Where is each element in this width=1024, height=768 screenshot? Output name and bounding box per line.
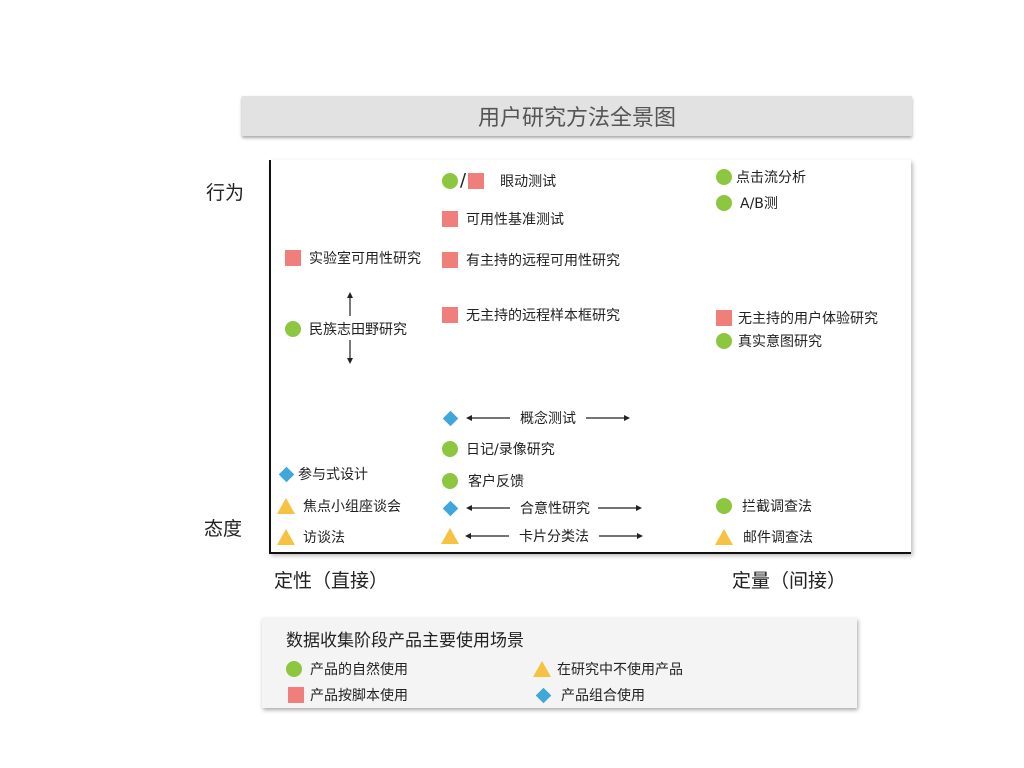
method-usability-benchmark: 可用性基准测试: [442, 209, 564, 229]
left-arrow: [465, 533, 509, 539]
method-email-survey: 邮件调查法: [715, 527, 813, 547]
circle-marker: [442, 473, 458, 489]
method-label: 无主持的远程样本框研究: [466, 308, 620, 324]
diamond-marker: [278, 466, 295, 482]
method-label: 拦截调查法: [742, 499, 812, 515]
method-label: 卡片分类法: [519, 529, 589, 545]
method-interview: 访谈法: [277, 527, 345, 547]
legend-label: 产品的自然使用: [310, 662, 408, 678]
method-unmoderated-ux: 无主持的用户体验研究: [716, 308, 878, 328]
circle-marker: [716, 333, 732, 349]
method-unmoderated-panel: 无主持的远程样本框研究: [442, 305, 620, 325]
method-label: 日记/录像研究: [466, 442, 555, 458]
diamond-marker: [442, 410, 459, 426]
vertical-arrow-up: [347, 292, 353, 316]
method-label: 可用性基准测试: [466, 212, 564, 228]
triangle-marker: [277, 529, 295, 545]
method-label: 合意性研究: [520, 501, 590, 517]
method-true-intent: 真实意图研究: [716, 331, 822, 351]
slash-separator: /: [460, 170, 467, 191]
method-label: 焦点小组座谈会: [303, 499, 401, 515]
right-arrow: [586, 415, 630, 421]
method-desirability: 合意性研究: [442, 498, 642, 518]
method-label: 眼动测试: [500, 173, 557, 190]
legend-item-combination: 产品组合使用: [535, 685, 645, 705]
method-label: 参与式设计: [298, 467, 368, 483]
method-feedback: 客户反馈: [442, 471, 524, 491]
method-clickstream: 点击流分析: [716, 167, 806, 187]
circle-marker: [716, 195, 732, 211]
square-marker: [288, 687, 304, 703]
axis-label-qualitative: 定性（直接）: [274, 570, 389, 592]
square-marker: [442, 252, 458, 268]
method-label: 实验室可用性研究: [309, 251, 421, 267]
method-label: 概念测试: [520, 411, 576, 427]
axis-label-attitude: 态度: [204, 518, 243, 540]
legend-item-scripted: 产品按脚本使用: [288, 685, 408, 705]
left-arrow: [466, 505, 510, 511]
square-marker: [442, 211, 458, 227]
vertical-arrow-down: [347, 340, 353, 364]
method-ab-test: A/B测: [716, 193, 778, 213]
left-arrow: [466, 415, 510, 421]
square-marker: [442, 307, 458, 323]
method-participatory: 参与式设计: [278, 464, 368, 484]
method-ethnographic: 民族志田野研究: [285, 319, 407, 339]
legend-box: 数据收集阶段产品主要使用场景 产品的自然使用 产品按脚本使用 在研究中不使用产品…: [262, 618, 857, 708]
method-card-sort: 卡片分类法: [441, 526, 643, 546]
method-diary: 日记/录像研究: [442, 439, 555, 459]
triangle-marker: [533, 661, 551, 677]
legend-item-not-used: 在研究中不使用产品: [533, 659, 683, 679]
diamond-marker: [535, 687, 552, 703]
legend-label: 产品按脚本使用: [310, 688, 408, 704]
axis-label-quantitative: 定量（间接）: [732, 570, 847, 592]
square-marker: [716, 310, 732, 326]
method-label: 访谈法: [303, 530, 345, 546]
diagram-title: 用户研究方法全景图: [242, 96, 912, 136]
circle-marker: [286, 661, 302, 677]
method-label: 真实意图研究: [738, 334, 822, 350]
method-label: A/B测: [740, 196, 778, 212]
legend-title: 数据收集阶段产品主要使用场景: [286, 631, 524, 651]
method-lab-usability: 实验室可用性研究: [285, 248, 421, 268]
circle-marker: [442, 441, 458, 457]
circle-marker: [716, 169, 732, 185]
method-intercept: 拦截调查法: [716, 496, 812, 516]
triangle-marker: [715, 529, 733, 545]
method-label: 有主持的远程可用性研究: [466, 253, 620, 269]
legend-label: 产品组合使用: [561, 688, 645, 704]
method-focus-group: 焦点小组座谈会: [277, 496, 401, 516]
circle-marker: [285, 321, 301, 337]
method-concept-testing: 概念测试: [442, 408, 630, 428]
circle-marker: [716, 498, 732, 514]
legend-item-natural: 产品的自然使用: [286, 659, 408, 679]
method-label: 点击流分析: [736, 170, 806, 186]
method-label: 民族志田野研究: [309, 322, 407, 338]
triangle-marker: [441, 528, 459, 544]
square-marker: [468, 172, 485, 189]
circle-marker: [442, 172, 458, 189]
method-eyetracking: / 眼动测试: [442, 170, 556, 191]
axis-label-behavior: 行为: [206, 182, 245, 204]
methods-plot-area: [269, 160, 911, 554]
right-arrow: [599, 533, 643, 539]
method-label: 邮件调查法: [743, 530, 813, 546]
method-moderated-remote: 有主持的远程可用性研究: [442, 250, 620, 270]
legend-label: 在研究中不使用产品: [557, 662, 683, 678]
diamond-marker: [442, 500, 459, 516]
square-marker: [285, 250, 301, 266]
method-label: 无主持的用户体验研究: [738, 311, 878, 327]
right-arrow: [598, 505, 642, 511]
triangle-marker: [277, 498, 295, 514]
method-label: 客户反馈: [468, 474, 524, 490]
